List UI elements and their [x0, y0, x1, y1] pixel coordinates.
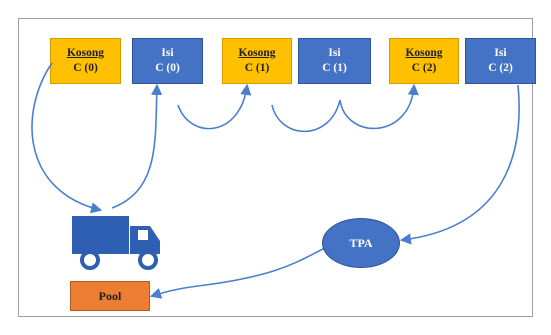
isi-c0-box: Isi C (0): [132, 38, 203, 84]
isi-c2-id: C (2): [488, 62, 513, 74]
isi-c0-label: Isi: [161, 47, 174, 59]
isi-c1-label: Isi: [328, 47, 341, 59]
kosong-c0-box: Kosong C (0): [50, 38, 121, 84]
kosong-c1-label: Kosong: [238, 47, 276, 59]
arrow-kosong-c0-to-truck: [31, 62, 103, 214]
kosong-c2-id: C (2): [411, 62, 437, 74]
tpa-node: TPA: [322, 218, 400, 268]
isi-c0-id: C (0): [155, 62, 180, 74]
kosong-c0-label: Kosong: [66, 47, 105, 59]
kosong-c2-label: Kosong: [405, 47, 443, 59]
isi-c1-id: C (1): [322, 62, 347, 74]
pool-label: Pool: [98, 288, 122, 303]
kosong-c1-box: Kosong C (1): [222, 38, 292, 84]
kosong-c1-id: C (1): [244, 62, 270, 74]
isi-c2-box: Isi C (2): [465, 38, 536, 84]
arrow-isi-c2-to-tpa: [399, 84, 520, 245]
pool-node: Pool: [70, 281, 150, 311]
kosong-c2-box: Kosong C (2): [389, 38, 459, 84]
diagram-frame: [18, 18, 533, 317]
truck-icon: [72, 216, 160, 270]
arrow-isi-c0-to-kosong-c1: [177, 83, 252, 130]
tpa-label: TPA: [349, 235, 373, 250]
isi-c1-box: Isi C (1): [298, 38, 371, 84]
arrow-truck-to-isi-c0: [111, 83, 163, 209]
arrow-isi-c1-to-kosong-c2: [271, 83, 419, 133]
kosong-c0-id: C (0): [73, 62, 98, 74]
isi-c2-label: Isi: [494, 47, 507, 59]
arrow-tpa-to-pool: [149, 247, 326, 299]
